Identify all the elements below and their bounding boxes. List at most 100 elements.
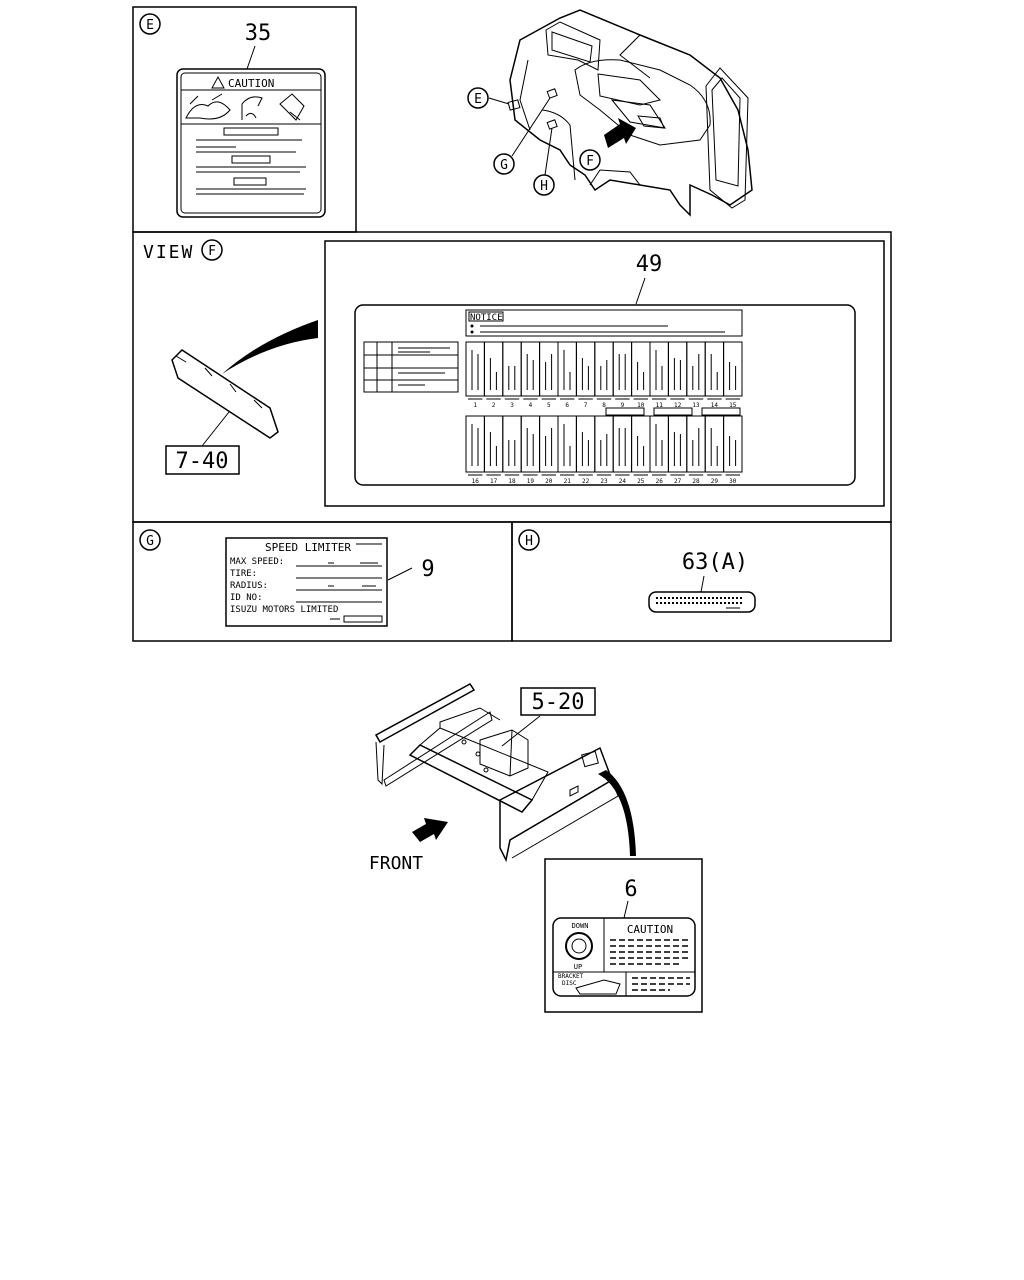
fuse-slot: 14	[704, 341, 725, 409]
fuse-number: 8	[602, 402, 606, 409]
dial-up: UP	[574, 963, 582, 971]
bracket-label: BRACKET	[558, 973, 584, 980]
fuse-slot: 27	[667, 415, 688, 485]
ref-box-5-20	[520, 687, 596, 716]
fuse-number: 18	[508, 478, 516, 485]
cab-marker-g: G	[500, 158, 508, 173]
disc-label: DISC	[562, 980, 577, 987]
fuse-number: 14	[711, 402, 719, 409]
ref-7-40: 7-40	[176, 449, 229, 474]
fuse-slot: 21	[557, 415, 577, 485]
part-number-63a: 63(A)	[682, 550, 748, 575]
fuse-number: 3	[510, 402, 514, 409]
fuse-number: 27	[674, 478, 682, 485]
part-number-35: 35	[245, 21, 272, 46]
fuse-slot: 6	[557, 341, 577, 409]
fuse-slot: 25	[631, 415, 651, 485]
fuse-slot: 4	[520, 341, 541, 409]
caution-heading-35: CAUTION	[228, 77, 274, 90]
speed-limiter-title: SPEED LIMITER	[265, 541, 351, 554]
fuse-label-frame	[324, 240, 885, 507]
fuse-slot: 10	[631, 341, 651, 409]
fuse-number: 13	[692, 402, 700, 409]
fuse-slot: 16	[465, 415, 485, 485]
front-label: FRONT	[369, 853, 423, 874]
part-number-9: 9	[421, 557, 434, 582]
fuse-slot: 8	[594, 341, 614, 409]
row-radius: RADIUS:	[230, 581, 268, 591]
fuse-number: 10	[637, 402, 645, 409]
fuse-slot: 18	[502, 415, 522, 485]
fuse-box-cover	[171, 349, 279, 439]
view-word: VIEW	[143, 242, 194, 263]
view-direction-arrow-icon	[222, 320, 318, 374]
frame-view: 5-20 FRONT 6 DOWN UP BRACKET DISC CAUTIO…	[369, 683, 703, 1013]
pictogram-icons	[185, 93, 305, 121]
marker-g: G	[146, 534, 154, 549]
caution-label-35	[176, 68, 326, 218]
notice-heading: NOTICE	[470, 313, 503, 323]
view-marker-f: F	[208, 244, 216, 259]
fuse-number: 11	[656, 402, 664, 409]
panel-h: H 63(A)	[518, 529, 756, 613]
warning-triangle-icon	[211, 75, 225, 89]
marker-h: H	[525, 534, 533, 549]
fuse-slot: 22	[575, 415, 596, 485]
cab-marker-h: H	[540, 179, 548, 194]
part-number-6: 6	[624, 877, 637, 902]
leader-35	[246, 45, 256, 70]
fuse-label-49	[354, 304, 856, 486]
caution-label-6	[552, 917, 696, 997]
fuse-spare-slots	[605, 407, 741, 416]
view-arrow-f-icon	[604, 118, 636, 148]
fuse-number: 9	[621, 402, 625, 409]
fuse-slot: 7	[575, 341, 596, 409]
fuse-number: 15	[729, 402, 737, 409]
fuse-slot: 23	[594, 415, 614, 485]
fuse-slot: 11	[649, 341, 669, 409]
fuse-slot: 30	[723, 415, 743, 485]
fuse-number: 24	[619, 478, 627, 485]
fuse-number: 30	[729, 478, 737, 485]
label-text-lines	[196, 127, 306, 195]
part-number-49: 49	[636, 252, 663, 277]
panel-frames	[132, 6, 892, 642]
row-tire: TIRE:	[230, 569, 257, 579]
panel-e: E 35 CAUTION	[139, 13, 326, 218]
fuse-slot: 1	[465, 341, 485, 409]
fuse-number: 23	[600, 478, 608, 485]
fuse-number: 25	[637, 478, 645, 485]
fuse-number: 5	[547, 402, 551, 409]
fuse-slot: 26	[649, 415, 669, 485]
fuse-slot: 20	[539, 415, 559, 485]
panel-g: G SPEED LIMITER MAX SPEED: TIRE: RADIUS:…	[139, 529, 435, 627]
cab-marker-e: E	[474, 92, 482, 107]
dial-down: DOWN	[572, 922, 589, 930]
fuse-number: 19	[527, 478, 535, 485]
dial-icon	[565, 932, 593, 960]
label-63a	[648, 591, 756, 613]
callout-curve-icon	[598, 770, 636, 856]
row-max-speed: MAX SPEED:	[230, 557, 284, 567]
fuse-number: 28	[692, 478, 700, 485]
fuse-number: 16	[472, 478, 480, 485]
speed-limiter-label	[225, 537, 388, 627]
fuse-number: 20	[545, 478, 553, 485]
ref-5-20: 5-20	[532, 690, 585, 715]
fuse-number: 29	[711, 478, 719, 485]
fuse-number: 7	[584, 402, 588, 409]
fuse-number: 17	[490, 478, 498, 485]
caution-heading-6: CAUTION	[627, 923, 673, 936]
fuse-slot: 12	[667, 341, 688, 409]
fuse-number: 21	[564, 478, 572, 485]
marker-e: E	[146, 18, 154, 33]
marker-e-circle	[139, 13, 161, 35]
fuse-number: 4	[529, 402, 533, 409]
cab-view: E G H F	[467, 9, 753, 217]
fuse-slot: 24	[612, 415, 633, 485]
fuse-slot: 9	[612, 341, 633, 409]
